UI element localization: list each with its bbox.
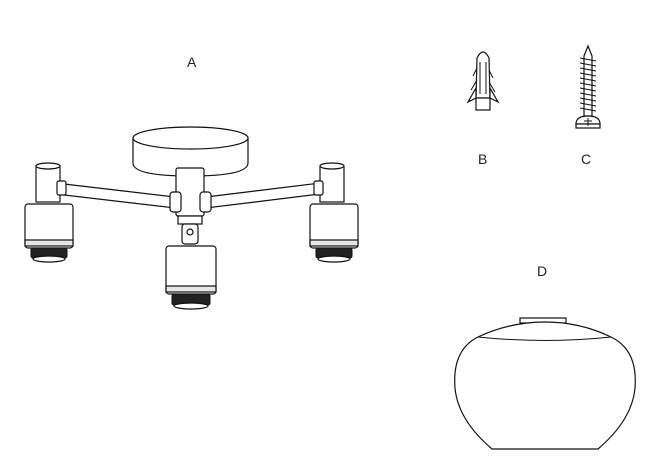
part-label-d: D (537, 263, 548, 279)
part-label-c: C (581, 151, 592, 167)
right-arm (205, 182, 321, 209)
wall-plug-anchor-icon (466, 51, 500, 111)
left-arm (63, 183, 176, 209)
right-lamp-holder (309, 162, 359, 263)
glass-shade-icon (454, 317, 636, 450)
center-lamp-holder (165, 245, 217, 310)
left-lamp-holder (24, 162, 74, 263)
part-label-b: B (478, 151, 488, 167)
canopy (132, 126, 249, 177)
wood-screw-icon (575, 44, 601, 129)
ceiling-light-fixture-icon (24, 126, 359, 310)
central-hub (169, 167, 212, 245)
part-label-a: A (187, 54, 197, 70)
